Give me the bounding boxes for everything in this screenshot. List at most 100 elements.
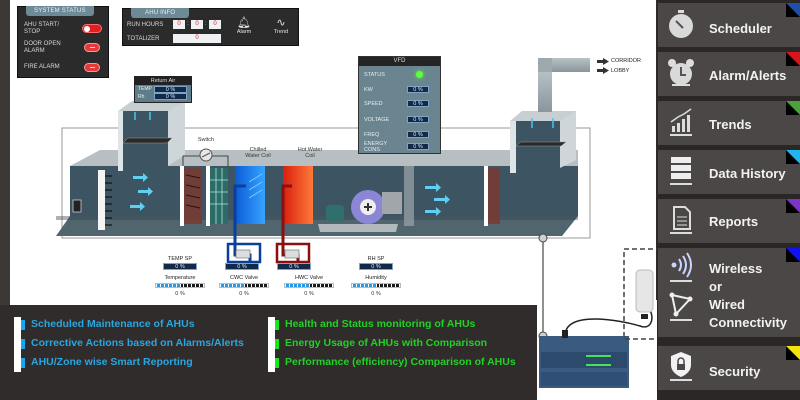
- intake-damper: [98, 170, 105, 230]
- sidebar-label: Security: [709, 364, 761, 379]
- rh-setpoint-label: RH SP: [367, 256, 385, 262]
- sidebar-item-alarm-alerts[interactable]: Alarm/Alerts: [658, 52, 800, 96]
- gauge-segment: [317, 284, 321, 287]
- return-air-panel: Return Air Temp 0 % Rh 0 %: [134, 76, 192, 103]
- return-air-temp-label: Temp: [138, 86, 152, 92]
- hwc-valve-gauge: HWC Valve 0 %: [281, 275, 337, 297]
- duct-sensor: [538, 233, 548, 243]
- airflow-arrows-2: [425, 183, 450, 216]
- list-item: Performance (efficiency) Comparison of A…: [268, 353, 516, 372]
- final-filter: [484, 166, 488, 226]
- trend-label: Trend: [273, 29, 289, 35]
- hwc-valve-gauge-label: HWC Valve: [294, 275, 323, 281]
- gauge-segment: [240, 284, 244, 287]
- duct-front-lower: [56, 216, 578, 220]
- fan-motor: [326, 205, 344, 221]
- gauge-segment: [252, 284, 256, 287]
- accent-corner: [786, 52, 800, 66]
- trend-button[interactable]: ∿ Trend: [269, 17, 293, 35]
- system-status-title: System Status: [26, 6, 94, 16]
- sidebar-label: Scheduler: [709, 21, 772, 36]
- gauge-segment: [236, 284, 240, 287]
- trend-icon: ∿: [276, 17, 286, 29]
- corridor-label: CORRIDOR: [611, 58, 641, 64]
- gauge-segment: [309, 284, 313, 287]
- totalizer-label: Totalizer: [127, 36, 160, 42]
- database-stack-icon: [670, 157, 692, 185]
- alarm-label: Alarm: [236, 29, 252, 35]
- vfd-kw-label: KW: [364, 87, 373, 93]
- bell-icon: 🔔︎: [237, 17, 251, 29]
- switch-label: Switch: [197, 137, 215, 143]
- return-air-rh-value: 0 %: [154, 93, 187, 100]
- door-open-alarm-indicator: [84, 43, 100, 52]
- sidebar-item-connectivity[interactable]: Wireless or Wired Connectivity: [658, 248, 800, 337]
- system-status-panel: System Status AHU Start/Stop Door OpenAl…: [17, 6, 109, 78]
- temp-setpoint[interactable]: TEMP SP 0 %: [152, 256, 208, 270]
- hwc-valve-value-box: 0 %: [266, 256, 322, 270]
- sidebar-label-line4: Connectivity: [709, 315, 788, 330]
- vfd-freq-value: 0 %: [407, 131, 429, 138]
- gauge-segment: [321, 284, 325, 287]
- gauge-segment: [156, 284, 160, 287]
- gauge-segment: [325, 284, 329, 287]
- gauge-segment: [224, 284, 228, 287]
- sidebar-item-scheduler[interactable]: Scheduler: [658, 3, 800, 47]
- vfd-status-label: Status: [364, 72, 385, 78]
- return-air-temp-value: 0 %: [154, 86, 187, 93]
- run-hours-value-3: 0: [209, 20, 221, 29]
- gauge-segment: [380, 284, 384, 287]
- temperature-gauge: Temperature 0 %: [152, 275, 208, 297]
- gauge-segment: [356, 284, 360, 287]
- accent-corner: [786, 3, 800, 17]
- temperature-gauge-value: 0 %: [175, 291, 185, 297]
- sidebar-item-security[interactable]: Security: [658, 346, 800, 390]
- wireless-signal-icon: [670, 252, 692, 282]
- door-open-alarm-label: Door OpenAlarm: [24, 41, 61, 54]
- gauge-segment: [368, 284, 372, 287]
- gauge-segment: [172, 284, 176, 287]
- gauge-segment: [220, 284, 224, 287]
- accent-corner: [786, 199, 800, 213]
- gauge-segment: [260, 284, 264, 287]
- vfd-panel: VFD Status KW 0 % Speed 0 % Voltage 0 % …: [358, 56, 441, 154]
- separator: :: [187, 21, 189, 27]
- humidity-gauge-value: 0 %: [371, 291, 381, 297]
- rh-setpoint-value[interactable]: 0 %: [359, 263, 393, 270]
- gauge-segment: [313, 284, 317, 287]
- gauge-segment: [384, 284, 388, 287]
- ahu-start-stop-toggle[interactable]: [82, 24, 102, 33]
- lobby-arrow-icon: [597, 67, 609, 74]
- cwc-valve-gauge-value: 0 %: [239, 291, 249, 297]
- gauge-segment: [196, 284, 200, 287]
- list-item: Corrective Actions based on Alarms/Alert…: [14, 334, 244, 353]
- gauge-segment: [228, 284, 232, 287]
- vfd-kw-value: 0 %: [407, 86, 429, 93]
- gauge-segment: [180, 284, 184, 287]
- humidity-gauge-bar: [351, 283, 401, 288]
- gauge-segment: [232, 284, 236, 287]
- gauge-segment: [297, 284, 301, 287]
- vfd-energy-label: EnergyCons: [364, 141, 388, 153]
- temperature-gauge-bar: [155, 283, 205, 288]
- gauge-segment: [376, 284, 380, 287]
- ahu-info-title: AHU Info: [131, 8, 190, 18]
- alarm-button[interactable]: 🔔︎ Alarm: [232, 17, 256, 35]
- sidebar-item-trends[interactable]: Trends: [658, 101, 800, 145]
- temp-setpoint-value[interactable]: 0 %: [163, 263, 197, 270]
- run-hours-value-2: 0: [191, 20, 203, 29]
- accent-corner: [786, 346, 800, 360]
- gauge-segment: [396, 284, 400, 287]
- rh-setpoint[interactable]: RH SP 0 %: [348, 256, 404, 270]
- gauge-segment: [388, 284, 392, 287]
- cwc-valve-gauge: CWC Valve 0 %: [216, 275, 272, 297]
- run-hours-label: Run Hours: [127, 22, 164, 28]
- gauge-segment: [360, 284, 364, 287]
- lobby-label: LOBBY: [611, 68, 630, 74]
- sidebar-item-reports[interactable]: Reports: [658, 199, 800, 243]
- gauge-segment: [329, 284, 333, 287]
- hwc-valve-readout: 0 %: [277, 263, 311, 270]
- sidebar-item-data-history[interactable]: Data History: [658, 150, 800, 194]
- temperature-gauge-label: Temperature: [164, 275, 196, 281]
- list-item: AHU/Zone wise Smart Reporting: [14, 353, 244, 372]
